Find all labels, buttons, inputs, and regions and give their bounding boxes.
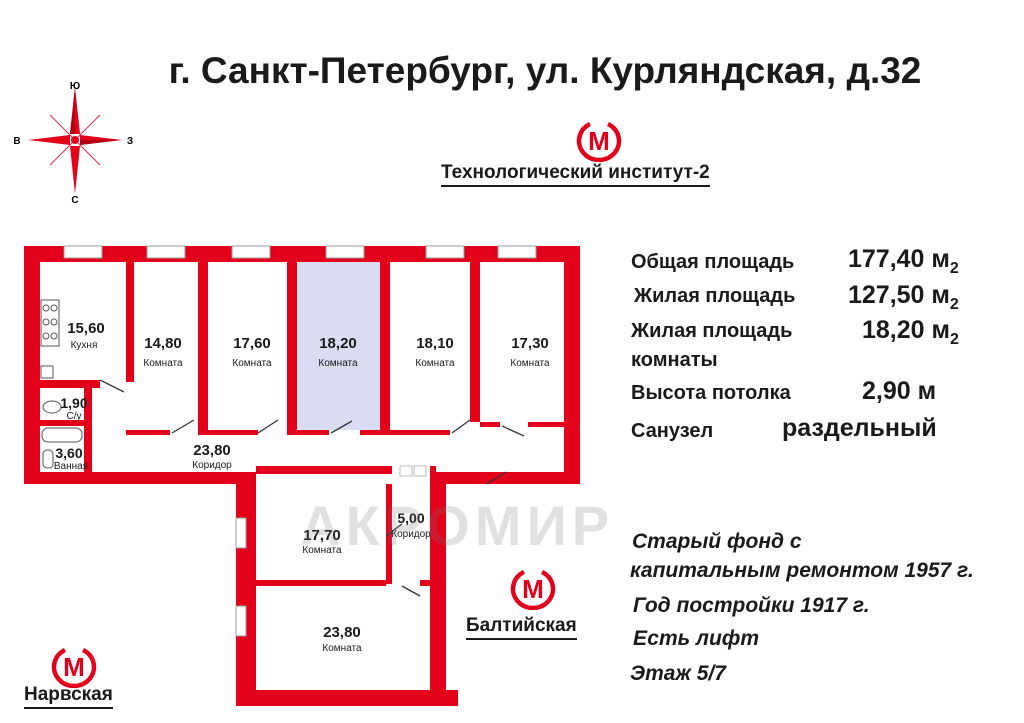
room-label-corridor: Коридор — [192, 460, 232, 471]
living-area-value: 127,50 м2 — [848, 281, 959, 313]
svg-text:M: M — [588, 126, 610, 156]
ceiling-height-label: Высота потолка — [631, 382, 791, 404]
room-label-bath: Ванная — [54, 461, 88, 472]
compass-icon: Ю В З С — [13, 81, 133, 206]
svg-text:M: M — [522, 574, 544, 604]
room-label-5: Комната — [510, 358, 550, 369]
note-renovation: капитальным ремонтом 1957 г. — [630, 559, 974, 582]
room-area-3: 18,20 — [319, 335, 357, 352]
room-area-value: 18,20 м2 — [862, 316, 959, 348]
room-area-bath: 3,60 — [55, 445, 82, 461]
bathroom-value: раздельный — [782, 414, 937, 442]
room-area-2: 17,60 — [233, 335, 271, 352]
room-area-5: 17,30 — [511, 335, 549, 352]
metro-station-narvskaya: Нарвская — [24, 684, 113, 709]
room-area-kitchen: 15,60 — [67, 320, 105, 337]
room-label-6: Комната — [302, 545, 342, 556]
room-label-3: Комната — [318, 358, 358, 369]
compass-label-s: С — [71, 195, 78, 206]
metro-logo-icon: M — [51, 647, 97, 688]
svg-text:M: M — [63, 652, 85, 682]
room-area-6: 17,70 — [303, 527, 341, 544]
note-year-built: Год постройки 1917 г. — [633, 594, 870, 617]
compass-label-n: Ю — [70, 81, 80, 92]
room-area-label-1: Жилая площадь — [631, 320, 793, 342]
room-area-7: 23,80 — [323, 624, 361, 641]
bathroom-label: Санузел — [631, 420, 714, 442]
total-area-value: 177,40 м2 — [848, 245, 959, 277]
room-area-label-2: комнаты — [631, 349, 718, 371]
watermark: АКРОМИР — [300, 494, 615, 557]
page-title: г. Санкт-Петербург, ул. Курляндская, д.3… — [168, 50, 922, 91]
compass-label-e: З — [127, 136, 133, 147]
ceiling-height-value: 2,90 м — [862, 377, 937, 405]
room-area-wc: 1,90 — [60, 395, 87, 411]
room-label-kitchen: Кухня — [71, 340, 98, 351]
room-area-corridor-2: 5,00 — [397, 510, 424, 526]
living-area-label: Жилая площадь — [634, 285, 796, 307]
metro-station-tech-institute: Технологический институт-2 — [441, 162, 710, 187]
room-label-2: Комната — [232, 358, 272, 369]
note-old-fund: Старый фонд с — [632, 530, 802, 553]
metro-station-baltiyskaya: Балтийская — [466, 615, 577, 640]
room-label-wc: С/у — [67, 411, 82, 422]
room-label-4: Комната — [415, 358, 455, 369]
room-area-4: 18,10 — [416, 335, 454, 352]
note-floor: Этаж 5/7 — [630, 662, 726, 685]
total-area-label: Общая площадь — [631, 251, 795, 273]
room-label-1: Комната — [143, 358, 183, 369]
note-elevator: Есть лифт — [633, 627, 760, 650]
metro-logo-icon: M — [510, 569, 556, 610]
compass-label-w: В — [13, 136, 20, 147]
room-label-7: Комната — [322, 643, 362, 654]
room-label-corridor-2: Коридор — [391, 529, 431, 540]
room-area-corridor: 23,80 — [193, 442, 231, 459]
metro-logo-icon: M — [576, 121, 622, 162]
room-area-1: 14,80 — [144, 335, 182, 352]
